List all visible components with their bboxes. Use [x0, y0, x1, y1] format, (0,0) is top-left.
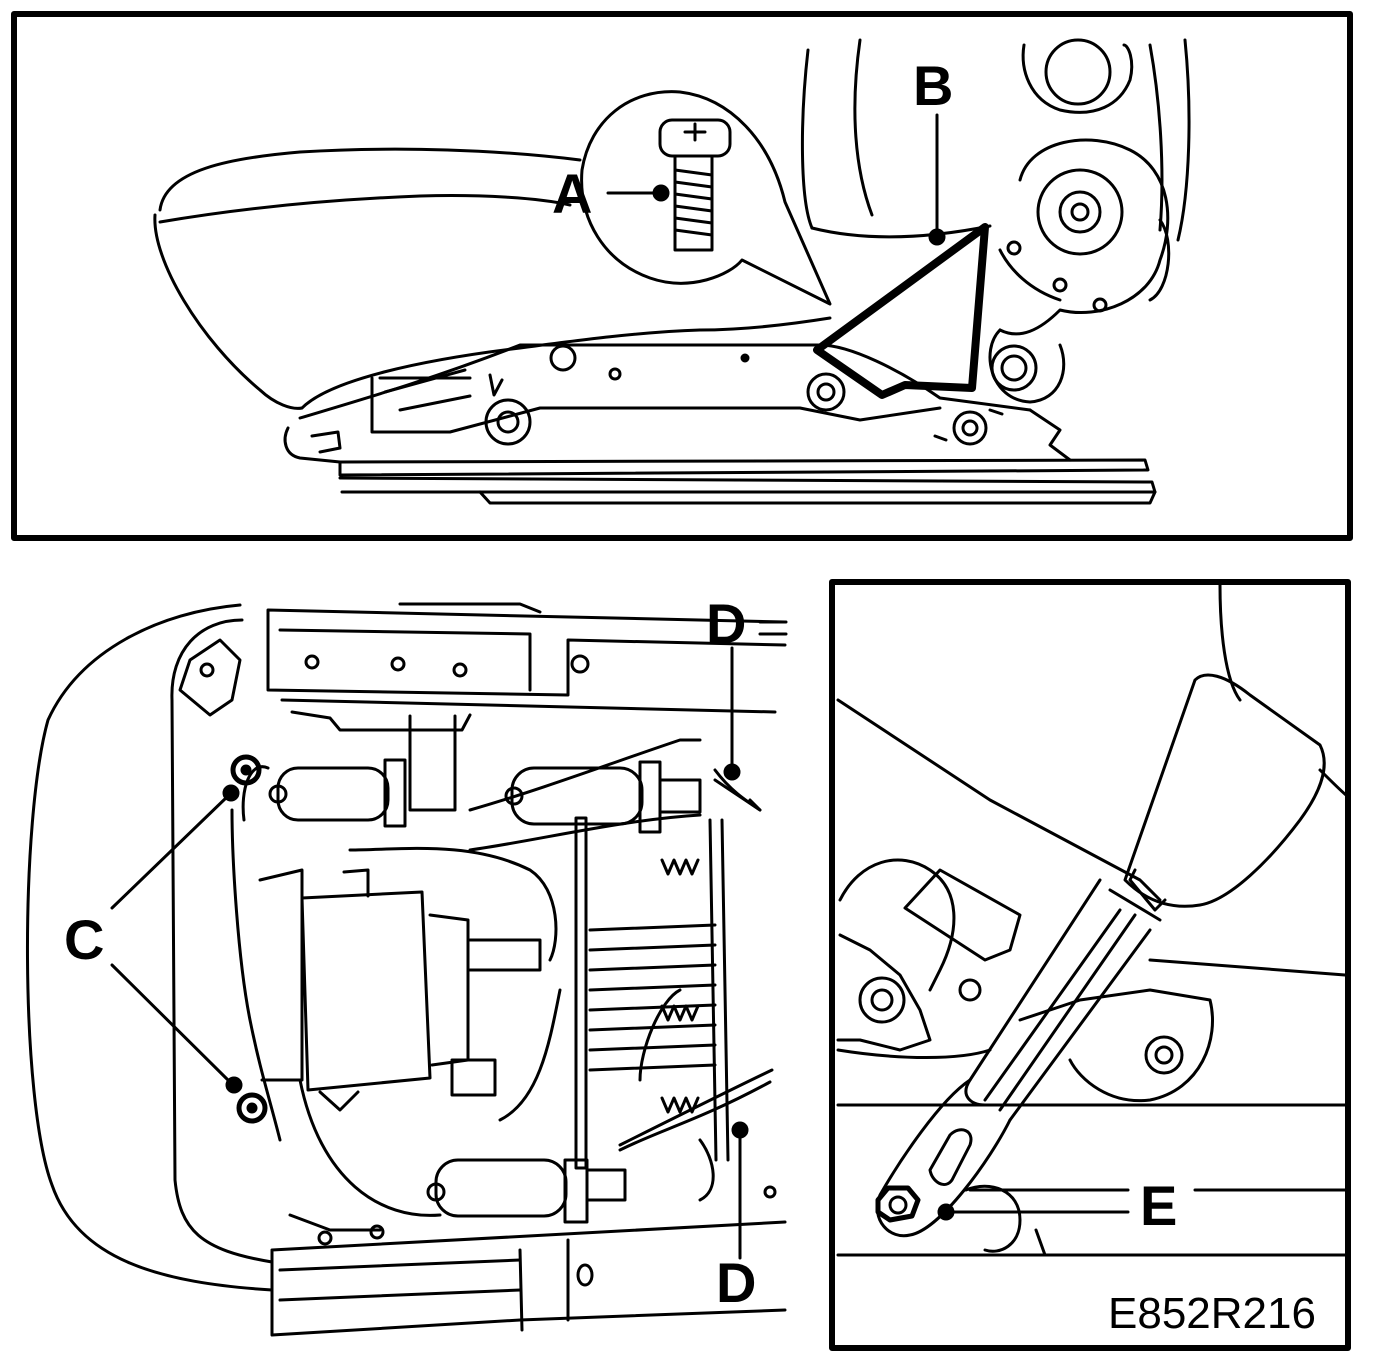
leaders-bottom-left — [110, 620, 788, 1260]
label-b: B — [913, 54, 954, 117]
leader-e — [937, 1188, 1347, 1221]
cushion-outline — [26, 603, 274, 1292]
control-module — [258, 868, 542, 1112]
motor-upper-right — [504, 760, 702, 834]
label-c: C — [64, 908, 105, 971]
figure-code: E852R216 — [1108, 1289, 1316, 1338]
recliner-mechanism — [988, 138, 1171, 404]
leaders-top — [606, 113, 946, 246]
screw-icon — [658, 118, 732, 252]
label-d-top: D — [706, 592, 747, 655]
anchor-nut-e — [875, 1185, 921, 1223]
motor-upper-left — [268, 758, 407, 828]
backrest — [800, 38, 1191, 242]
seat-frame — [298, 343, 1032, 446]
bottom-right-panel — [829, 579, 1351, 1351]
motor-lower — [426, 1158, 627, 1224]
label-d-bottom: D — [716, 1251, 757, 1314]
screw-inset — [580, 90, 832, 306]
top-panel — [11, 11, 1353, 541]
seat-rails — [283, 408, 1157, 505]
label-a: A — [552, 162, 593, 225]
seat-belt-buckle — [875, 673, 1326, 1238]
label-e: E — [1140, 1174, 1178, 1237]
bottom-left-panel — [26, 602, 788, 1337]
trim-cover-b — [813, 223, 989, 399]
screw-head-c-lower — [236, 1092, 268, 1124]
seat-cushion — [153, 147, 832, 410]
springs — [660, 858, 700, 1114]
screw-head-c-upper — [230, 754, 262, 786]
